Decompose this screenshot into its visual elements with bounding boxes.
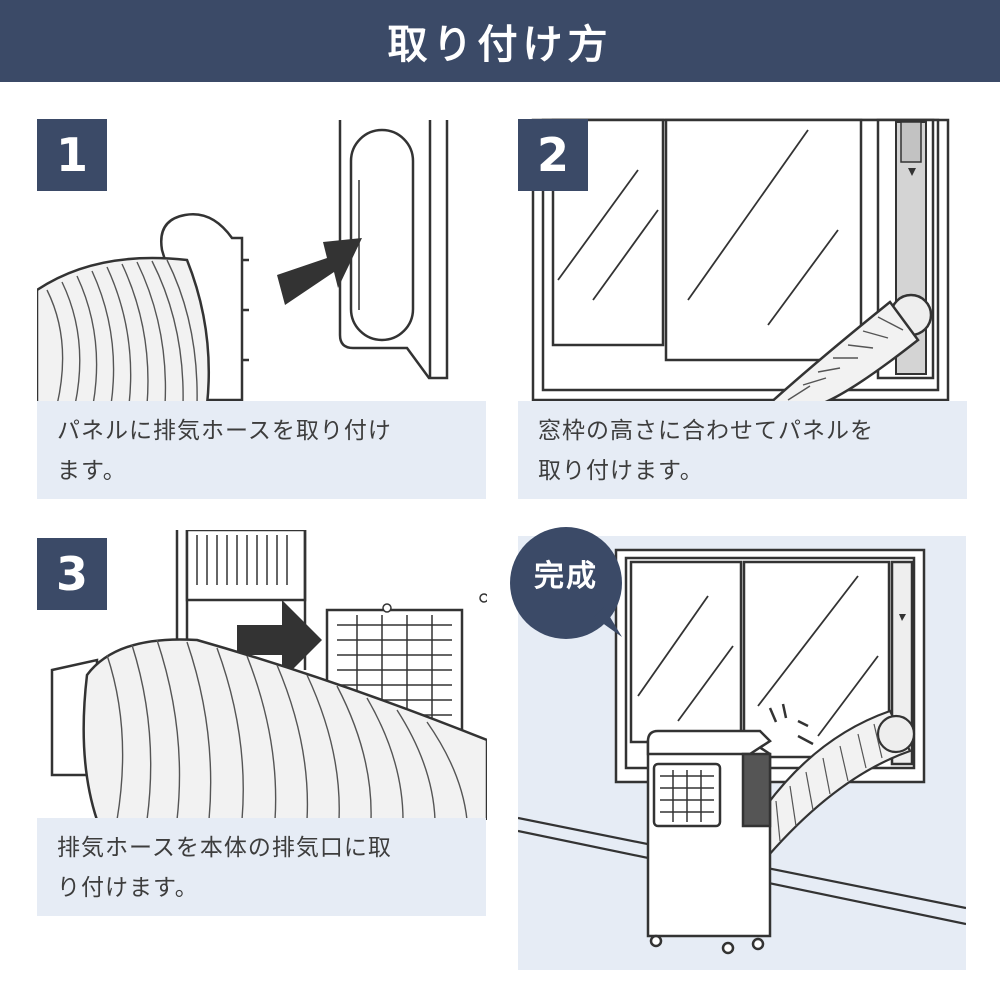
step-3-caption: 排気ホースを本体の排気口に取 り付けます。 bbox=[37, 818, 486, 916]
step-2-caption-line1: 窓枠の高さに合わせてパネルを bbox=[538, 418, 874, 444]
exhaust-hose bbox=[766, 300, 920, 405]
step-1-caption: パネルに排気ホースを取り付け ます。 bbox=[37, 401, 486, 499]
portable-aircon-unit bbox=[646, 729, 772, 955]
step-1-caption-line2: ます。 bbox=[57, 458, 127, 484]
step-3-caption-line1: 排気ホースを本体の排気口に取 bbox=[57, 835, 392, 861]
exhaust-hose bbox=[764, 709, 916, 859]
exhaust-hose bbox=[37, 256, 211, 405]
step-2-caption: 窓枠の高さに合わせてパネルを 取り付けます。 bbox=[518, 401, 967, 499]
step-3-caption-line2: り付けます。 bbox=[57, 875, 199, 901]
step-1-illustration bbox=[37, 120, 449, 405]
exhaust-hose bbox=[82, 638, 487, 820]
complete-label: 完成 bbox=[534, 559, 598, 594]
arrow-icon bbox=[277, 238, 362, 305]
step-3-number: 3 bbox=[37, 538, 107, 610]
step-2-illustration bbox=[531, 118, 950, 405]
step-1-number: 1 bbox=[37, 119, 107, 191]
step-2-caption-line2: 取り付けます。 bbox=[538, 458, 704, 484]
complete-illustration bbox=[518, 548, 966, 955]
arrow-icon bbox=[237, 600, 322, 680]
step-1-caption-line1: パネルに排気ホースを取り付け bbox=[57, 418, 392, 444]
step-2-number: 2 bbox=[518, 119, 588, 191]
complete-badge bbox=[510, 527, 622, 639]
page-title: 取り付け方 bbox=[0, 0, 1000, 82]
window-panel-frame bbox=[338, 120, 449, 380]
step-3-illustration bbox=[50, 530, 487, 820]
